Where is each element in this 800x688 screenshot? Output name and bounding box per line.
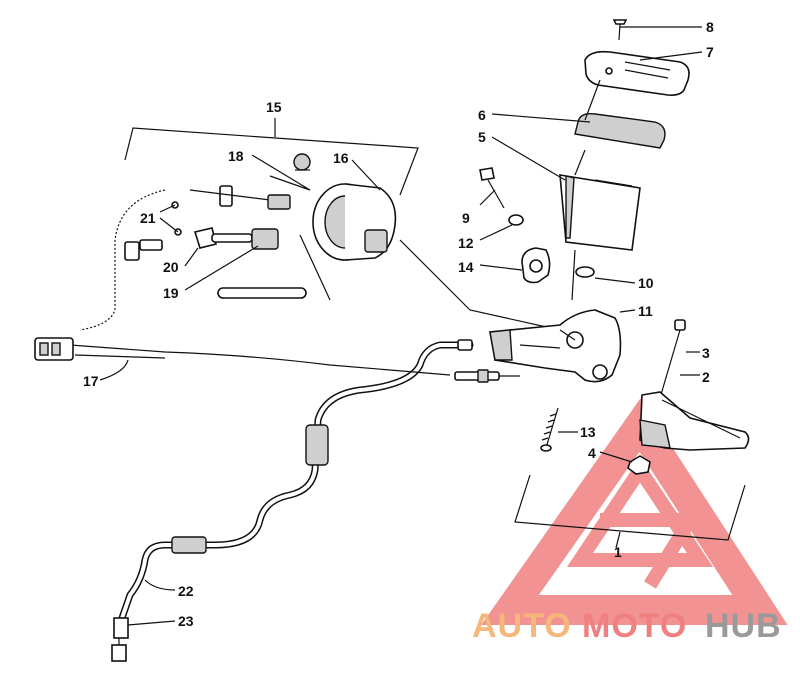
screws-21	[171, 201, 182, 236]
callout-5: 5	[478, 129, 486, 145]
watermark-text: AUTO MOTO HUB	[472, 607, 782, 645]
clamp-14	[521, 247, 551, 284]
screw-13	[540, 407, 559, 452]
callout-23: 23	[178, 613, 194, 629]
connector-left	[124, 239, 163, 261]
callout-17: 17	[83, 373, 99, 389]
callout-20: 20	[163, 259, 179, 275]
connector-pin	[51, 342, 61, 356]
pivot-bolt-3	[659, 319, 686, 399]
watermark-moto: MOTO	[582, 607, 687, 645]
brake-hose	[111, 341, 474, 662]
leader-lines	[99, 26, 703, 626]
callout-6: 6	[478, 107, 486, 123]
diaphragm-6	[574, 112, 666, 149]
callout-12: 12	[458, 235, 474, 251]
callout-16: 16	[333, 150, 349, 166]
washer-12	[508, 214, 524, 226]
connector-pin	[39, 342, 49, 356]
callout-1: 1	[614, 544, 622, 560]
hose-sleeve-upper	[305, 424, 329, 466]
brake-switch-lower	[454, 369, 520, 383]
wire-harness	[34, 189, 561, 376]
callout-labels: 1 2 3 4 5 6 7 8 9 10 11 12 13 14 15 16 1…	[83, 19, 714, 629]
callout-18: 18	[228, 148, 244, 164]
switch-18	[293, 153, 311, 171]
hose-sleeve-lower	[171, 536, 207, 554]
callout-14: 14	[458, 259, 474, 275]
callout-15: 15	[266, 99, 282, 115]
cap-screw-8	[612, 19, 628, 41]
watermark-hub: HUB	[705, 607, 782, 645]
watermark-logo	[481, 398, 788, 625]
brake-lever-2	[639, 391, 750, 451]
callout-9: 9	[462, 210, 470, 226]
callout-22: 22	[178, 583, 194, 599]
callout-2: 2	[702, 369, 710, 385]
screw-9	[479, 167, 505, 209]
switch-housing-16	[312, 183, 397, 261]
reservoir-cover-7	[584, 50, 690, 96]
master-cylinder-11	[489, 309, 622, 383]
hose-fitting-22	[113, 617, 129, 639]
watermark-auto: AUTO	[472, 607, 572, 645]
oring-10	[575, 266, 595, 278]
callout-10: 10	[638, 275, 654, 291]
switch-parts-lower-19-20	[193, 227, 307, 299]
stack-axis	[571, 79, 601, 301]
switch-parts-upper	[189, 185, 291, 210]
callout-21: 21	[140, 210, 156, 226]
banjo-bolt-23	[111, 644, 127, 662]
callout-8: 8	[706, 19, 714, 35]
callout-13: 13	[580, 424, 596, 440]
banjo-fitting-upper	[457, 339, 473, 351]
reservoir-5	[559, 174, 641, 251]
bracket-1	[514, 474, 746, 549]
callout-3: 3	[702, 345, 710, 361]
callout-11: 11	[638, 303, 653, 319]
bracket-15	[124, 118, 419, 196]
nut-4	[627, 455, 651, 475]
callout-7: 7	[706, 44, 714, 60]
callout-19: 19	[163, 285, 179, 301]
callout-4: 4	[588, 445, 596, 461]
